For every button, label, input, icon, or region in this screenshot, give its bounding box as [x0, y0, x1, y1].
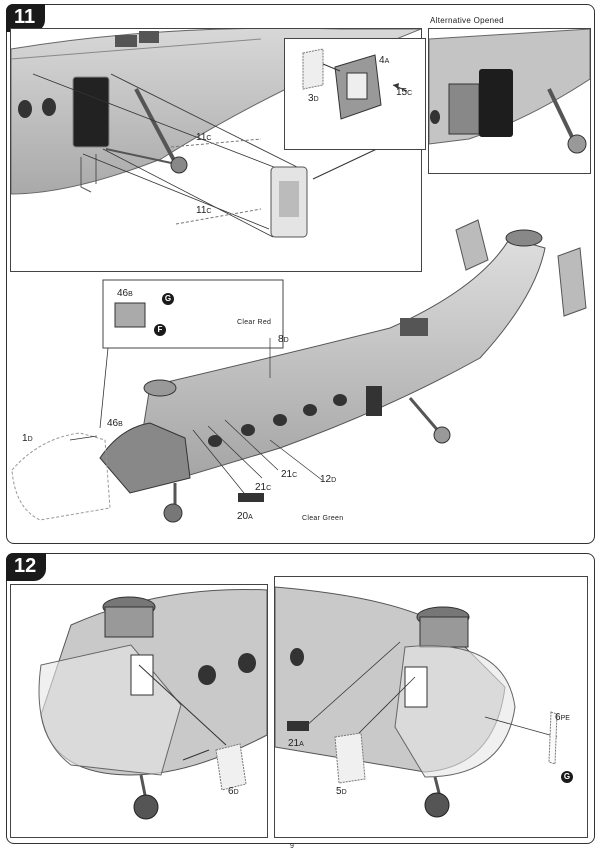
part-21c-label-b: 21C — [281, 469, 298, 480]
part-11c-label-upper: 11C — [196, 132, 212, 143]
step12-right-view — [274, 576, 588, 838]
callout-g-step12: G — [561, 771, 573, 783]
part-3d-label: 3D — [308, 93, 319, 104]
step12-right-drawing — [275, 586, 558, 818]
callout-g-step11: G — [162, 293, 174, 305]
step12-left-view — [10, 584, 268, 838]
door-parts-drawing — [302, 48, 408, 120]
part-4a-label: 4A — [379, 55, 390, 66]
step-11-number: 11 — [6, 4, 46, 32]
door-parts-inset — [284, 38, 426, 150]
part-12d-label: 12D — [320, 474, 337, 485]
alternative-opened-title: Alternative Opened — [430, 16, 504, 25]
part-6d-label: 6D — [228, 786, 239, 797]
part-15c-label: 15C — [396, 87, 413, 98]
part-20a-label: 20A — [237, 511, 253, 522]
helicopter-main-view — [10, 208, 588, 536]
part-21c-label-a: 21C — [255, 482, 272, 493]
part-5d-label: 5D — [336, 786, 347, 797]
part-6pe-label: 6PE — [555, 712, 570, 723]
part-46b-label: 46B — [107, 418, 123, 429]
clear-red-note: Clear Red — [237, 319, 272, 326]
part-21a-label: 21A — [288, 738, 304, 749]
page-number: 9 — [290, 843, 294, 850]
part-1d-label: 1D — [22, 433, 33, 444]
part-46b-detail-label: 46B — [117, 288, 133, 299]
step12-left-drawing — [38, 588, 267, 820]
part-8d-label: 8D — [278, 334, 289, 345]
alternative-opened-frame — [428, 28, 591, 174]
clear-green-note: Clear Green — [302, 515, 344, 522]
step-12-number: 12 — [6, 553, 47, 581]
callout-f-step11: F — [154, 324, 166, 336]
helicopter-drawing — [11, 219, 587, 523]
alternative-opened-drawing — [429, 29, 590, 154]
part-11c-label-lower: 11C — [196, 205, 212, 216]
